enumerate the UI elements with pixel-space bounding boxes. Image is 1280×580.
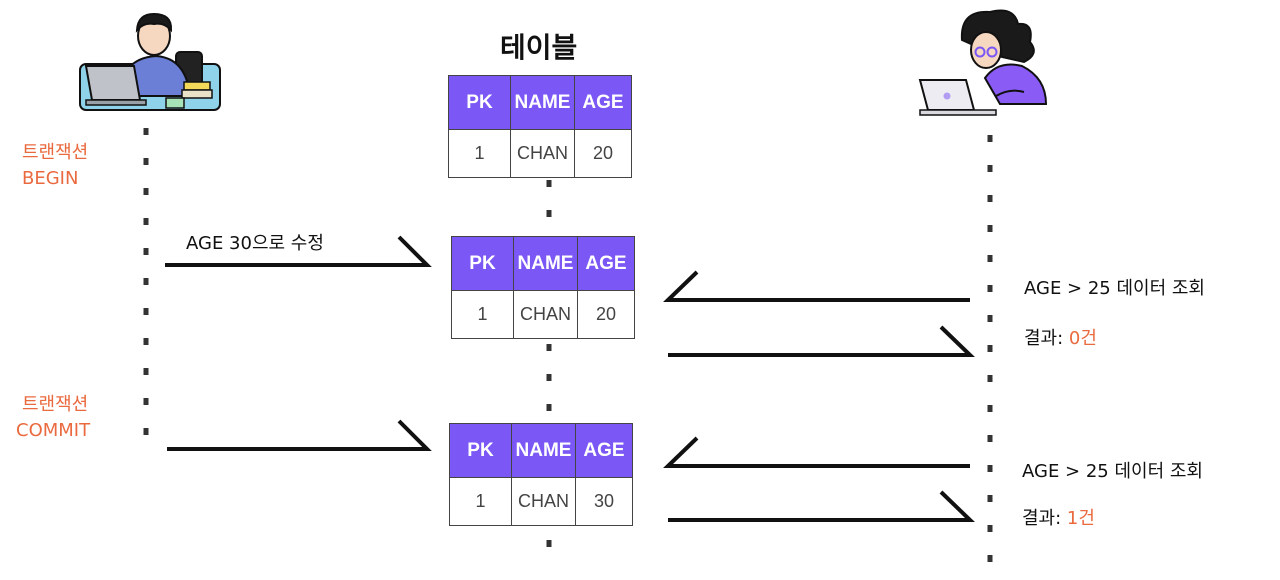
column-header-pk: PK xyxy=(449,423,512,478)
query-1-result-prefix: 결과: xyxy=(1024,328,1064,349)
column-header-name: NAME xyxy=(510,75,575,130)
table-state-1: PK NAME AGE 1 CHAN 20 xyxy=(448,75,632,178)
diagram-title: 테이블 xyxy=(500,31,578,64)
update-message: AGE 30으로 수정 xyxy=(186,233,324,254)
query-2-result-count: 1건 xyxy=(1066,508,1095,529)
right-user-at-laptop-icon xyxy=(918,9,1048,116)
query-1-result: 결과: 0건 xyxy=(1024,328,1097,350)
table-row: 1 CHAN 30 xyxy=(449,477,633,526)
query-1-response-arrow xyxy=(668,325,975,357)
cell-name: CHAN xyxy=(513,290,578,339)
column-header-pk: PK xyxy=(448,75,511,130)
update-arrow xyxy=(165,235,432,267)
cell-age: 20 xyxy=(577,290,635,339)
query-2-result-prefix: 결과: xyxy=(1022,508,1062,529)
column-header-name: NAME xyxy=(511,423,576,478)
table-header-row: PK NAME AGE xyxy=(449,423,633,478)
column-header-age: AGE xyxy=(575,423,633,478)
cell-pk: 1 xyxy=(451,290,514,339)
transaction-begin-label: 트랜잭션 BEGIN xyxy=(22,140,88,192)
transaction-begin-label-line-2: BEGIN xyxy=(22,168,79,189)
query-2-request-arrow xyxy=(663,436,970,468)
query-1-text: AGE > 25 데이터 조회 xyxy=(1024,278,1205,299)
transaction-commit-label-line-1: 트랜잭션 xyxy=(22,394,89,415)
transaction-begin-label-line-1: 트랜잭션 xyxy=(22,142,89,163)
table-state-2: PK NAME AGE 1 CHAN 20 xyxy=(451,236,635,339)
cell-age: 30 xyxy=(575,477,633,526)
column-header-name: NAME xyxy=(513,236,578,291)
cell-pk: 1 xyxy=(448,129,511,178)
query-2-response-arrow xyxy=(668,490,975,522)
table-row: 1 CHAN 20 xyxy=(451,290,635,339)
table-row: 1 CHAN 20 xyxy=(448,129,632,178)
table-header-row: PK NAME AGE xyxy=(451,236,635,291)
column-header-age: AGE xyxy=(577,236,635,291)
table-state-3: PK NAME AGE 1 CHAN 30 xyxy=(449,423,633,526)
commit-arrow xyxy=(167,419,432,451)
cell-name: CHAN xyxy=(510,129,575,178)
column-header-pk: PK xyxy=(451,236,514,291)
cell-age: 20 xyxy=(574,129,632,178)
left-user-at-laptop-icon xyxy=(79,12,221,111)
column-header-age: AGE xyxy=(574,75,632,130)
transaction-commit-label-line-2: COMMIT xyxy=(16,420,91,441)
table-header-row: PK NAME AGE xyxy=(448,75,632,130)
query-2-result: 결과: 1건 xyxy=(1022,508,1095,530)
query-2-text: AGE > 25 데이터 조회 xyxy=(1022,461,1203,482)
cell-pk: 1 xyxy=(449,477,512,526)
query-1-result-count: 0건 xyxy=(1068,328,1097,349)
transaction-commit-label: 트랜잭션 COMMIT xyxy=(16,392,90,444)
cell-name: CHAN xyxy=(511,477,576,526)
query-1-request-arrow xyxy=(663,270,970,302)
